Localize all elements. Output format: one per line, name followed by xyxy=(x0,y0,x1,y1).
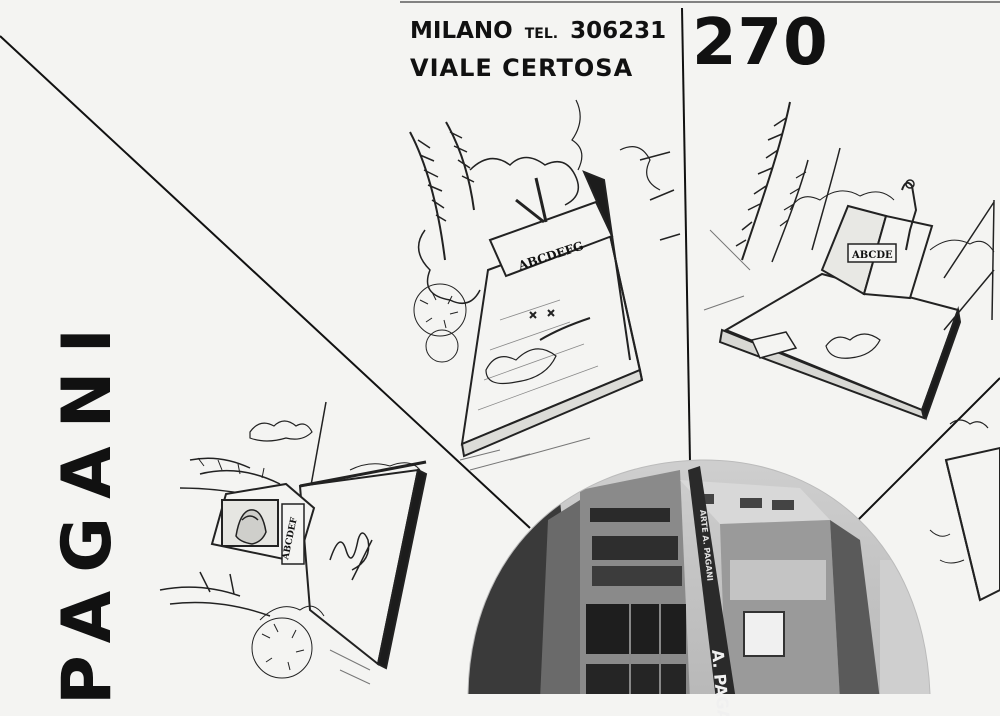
monument-sketch-center xyxy=(409,99,681,471)
city-text: MILANO xyxy=(410,18,513,44)
panel-divider-lines xyxy=(0,1,1000,529)
street-number: 270 xyxy=(692,6,829,80)
brand-title: PAGANI xyxy=(48,310,127,705)
monument-sketch-left xyxy=(159,401,428,685)
address-line-phone: MILANO TEL. 306231 xyxy=(410,18,666,44)
storefront-photo xyxy=(468,459,930,694)
photo-edge xyxy=(467,459,931,695)
monument-sketch-right xyxy=(703,101,995,421)
tel-label: TEL. xyxy=(524,26,559,42)
plaque-text-right: ABCDE xyxy=(851,250,893,261)
monument-sketch-partial xyxy=(929,419,1000,602)
street-name: VIALE CERTOSA xyxy=(410,54,634,82)
phone-number: 306231 xyxy=(570,18,667,44)
